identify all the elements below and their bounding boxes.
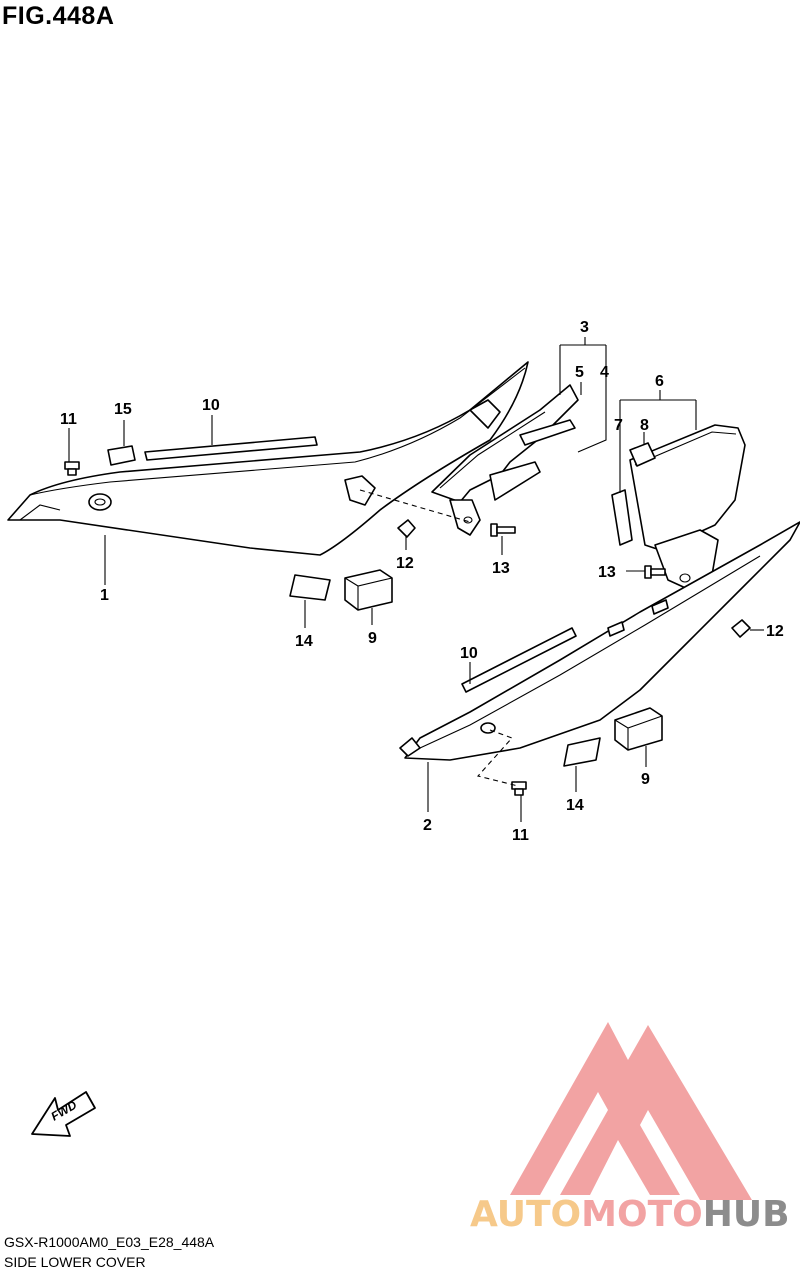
- part-3-bracket-assembly[interactable]: [431, 384, 579, 536]
- logo-text-moto: MOTO: [581, 1194, 703, 1235]
- callout-11-right: 11: [512, 827, 529, 844]
- callout-11-left: 11: [60, 411, 77, 428]
- callout-15: 15: [114, 401, 132, 418]
- callout-14-right: 14: [566, 797, 584, 814]
- callout-7: 7: [614, 417, 623, 434]
- logo-text-hub: HUB: [703, 1194, 790, 1235]
- part-13-screw-right[interactable]: [644, 565, 666, 579]
- callout-3: 3: [580, 319, 589, 336]
- part-14-pad-right[interactable]: [563, 737, 601, 767]
- part-12-clip-left[interactable]: [397, 519, 416, 538]
- part-8-pad[interactable]: [629, 442, 656, 467]
- part-9-cushion-left[interactable]: [344, 569, 393, 611]
- callout-12-right: 12: [766, 623, 784, 640]
- part-10-strip-right[interactable]: [461, 627, 577, 693]
- part-11-screw-left[interactable]: [64, 461, 80, 476]
- callout-8: 8: [640, 417, 649, 434]
- callout-labels: 11 15 10 1 3 5 4 12 13 14 9 6 7 8 13 12 …: [60, 319, 784, 844]
- footer-model-code: GSX-R1000AM0_E03_E28_448A: [4, 1234, 215, 1250]
- leader-lines: [68, 337, 764, 822]
- callout-2: 2: [423, 817, 432, 834]
- part-10-strip-left[interactable]: [144, 436, 318, 461]
- callout-5: 5: [575, 364, 584, 381]
- callout-9-left: 9: [368, 630, 377, 647]
- callout-12-left: 12: [396, 555, 414, 572]
- watermark-logo: AUTOMOTOHUB: [470, 1022, 790, 1235]
- logo-text-auto: AUTO: [470, 1194, 581, 1235]
- part-2-right-side-lower-cover[interactable]: [399, 521, 800, 761]
- callout-4: 4: [600, 364, 609, 381]
- part-6-right-panel[interactable]: [629, 424, 746, 591]
- callout-6: 6: [655, 373, 664, 390]
- callout-1: 1: [100, 587, 109, 604]
- part-9-cushion-right[interactable]: [614, 707, 663, 751]
- callout-10-left: 10: [202, 397, 220, 414]
- footer-section-name: SIDE LOWER COVER: [4, 1254, 146, 1270]
- part-11-screw-right[interactable]: [511, 781, 527, 796]
- assembly-dashed-lines: [359, 489, 519, 787]
- callout-9-right: 9: [641, 771, 650, 788]
- fwd-arrow: FWD: [31, 1091, 96, 1137]
- logo-triangle-mark: [510, 1022, 752, 1200]
- part-14-pad-left[interactable]: [289, 574, 331, 601]
- part-15-block[interactable]: [107, 445, 136, 466]
- callout-10-right: 10: [460, 645, 478, 662]
- part-13-screw-left[interactable]: [490, 523, 516, 537]
- callout-14-left: 14: [295, 633, 313, 650]
- part-1-left-side-lower-cover[interactable]: [7, 361, 529, 556]
- svg-text:AUTOMOTOHUB: AUTOMOTOHUB: [470, 1194, 790, 1235]
- callout-13-left: 13: [492, 560, 510, 577]
- figure-title: FIG.448A: [2, 2, 115, 30]
- footer: GSX-R1000AM0_E03_E28_448A SIDE LOWER COV…: [4, 1232, 214, 1272]
- callout-13-right: 13: [598, 564, 616, 581]
- part-7-strip[interactable]: [611, 489, 633, 546]
- part-12-clip-right[interactable]: [731, 619, 751, 638]
